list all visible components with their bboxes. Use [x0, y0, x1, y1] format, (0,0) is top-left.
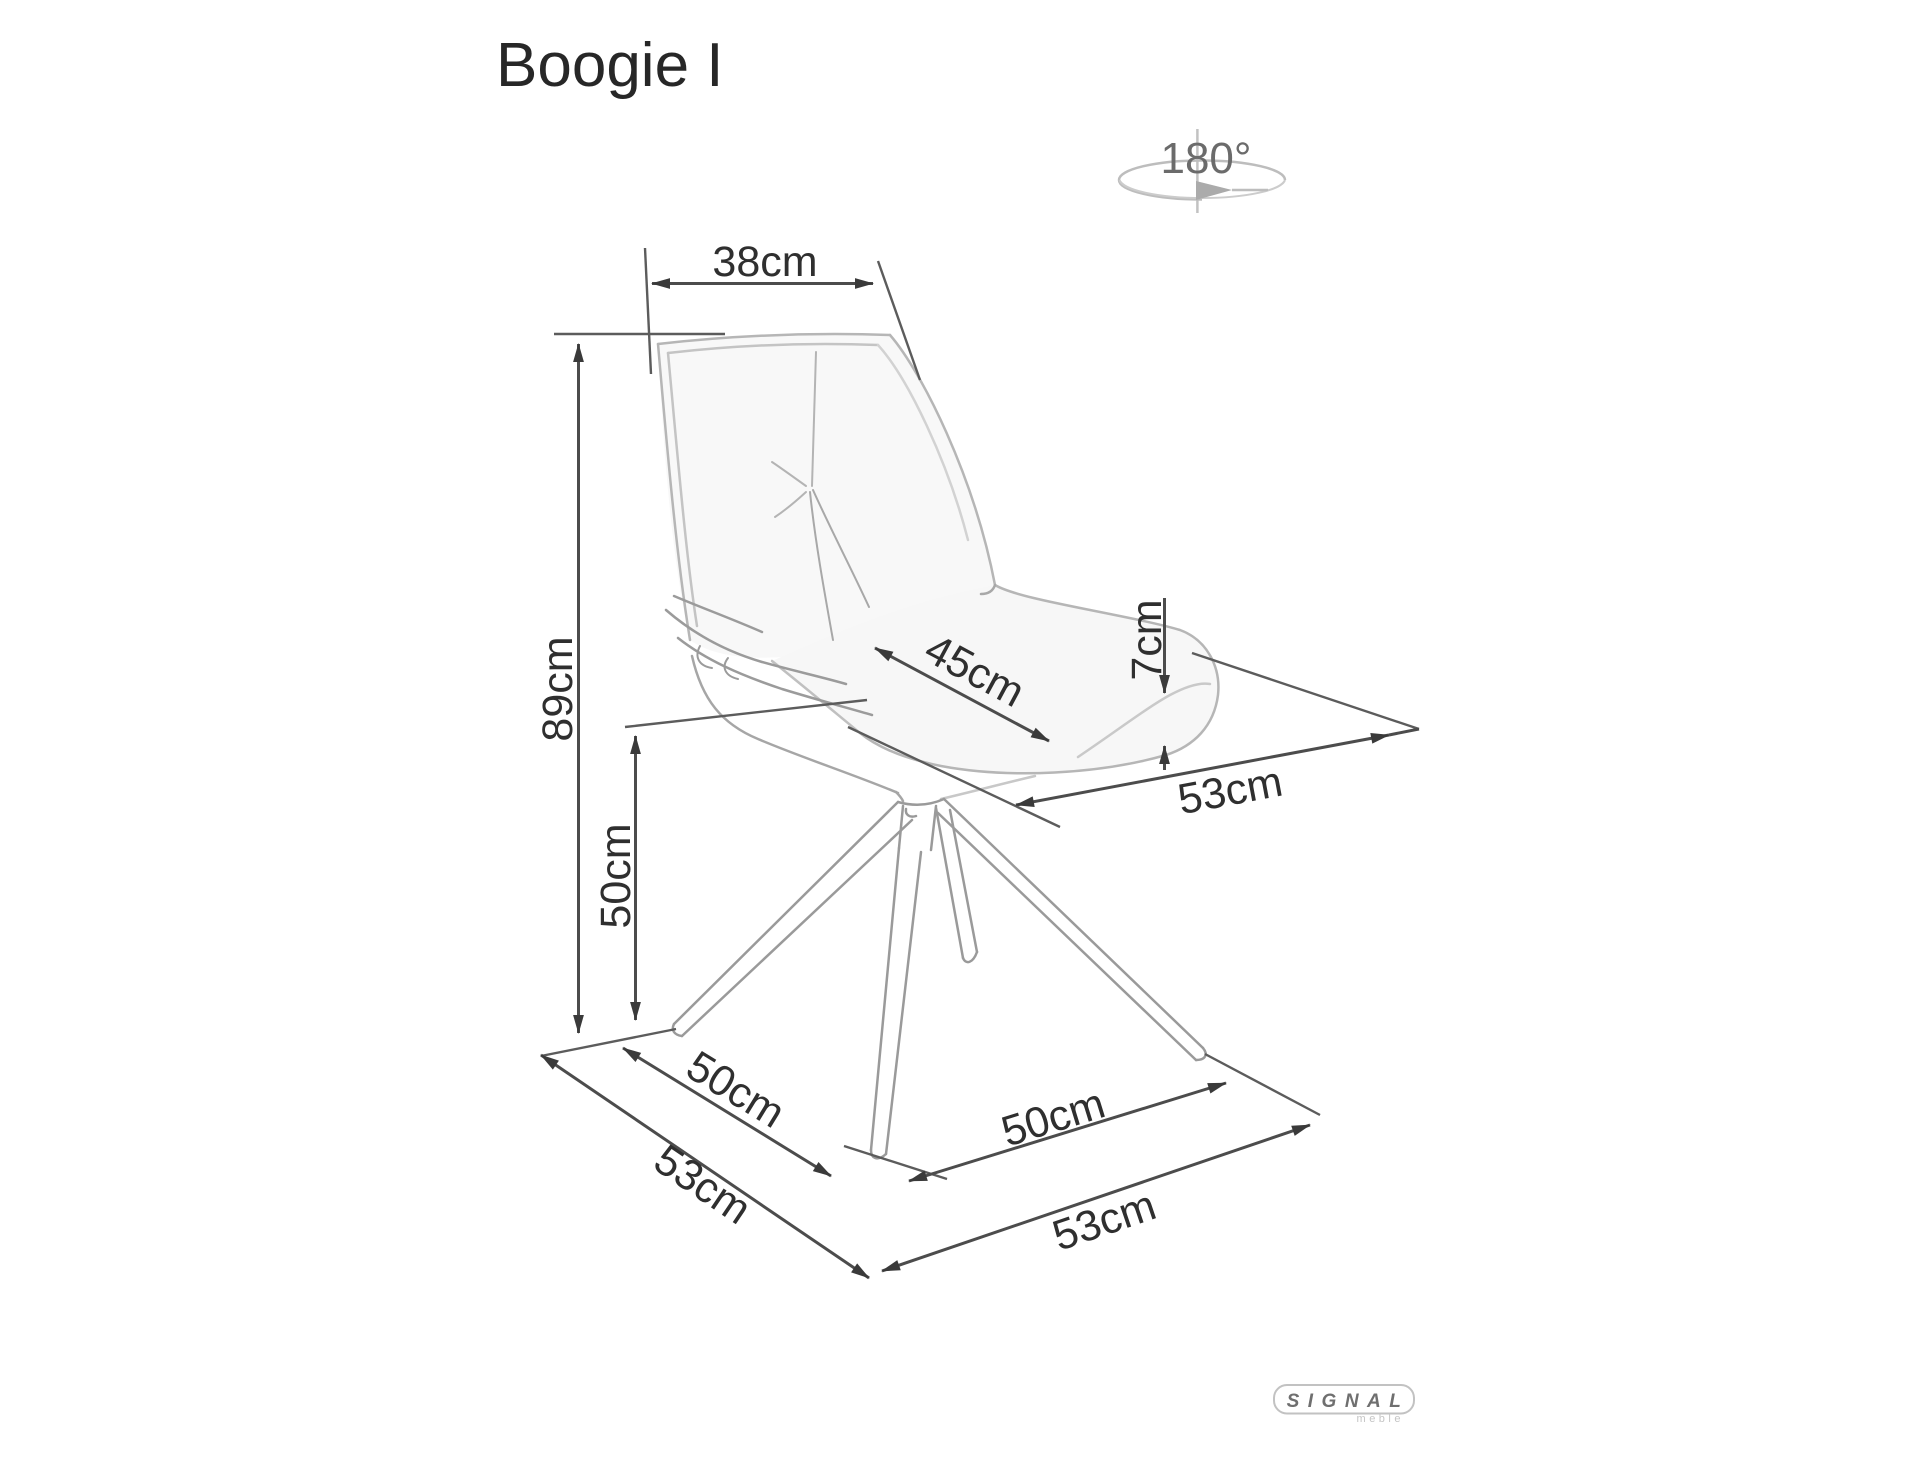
svg-text:89cm: 89cm [534, 636, 582, 741]
svg-text:7cm: 7cm [1123, 599, 1171, 680]
svg-text:38cm: 38cm [712, 238, 817, 286]
svg-text:meble: meble [1357, 1413, 1404, 1425]
svg-text:180°: 180° [1160, 134, 1251, 183]
svg-text:Boogie I: Boogie I [496, 31, 724, 100]
svg-text:SIGNAL: SIGNAL [1287, 1391, 1410, 1412]
svg-text:50cm: 50cm [592, 823, 640, 928]
